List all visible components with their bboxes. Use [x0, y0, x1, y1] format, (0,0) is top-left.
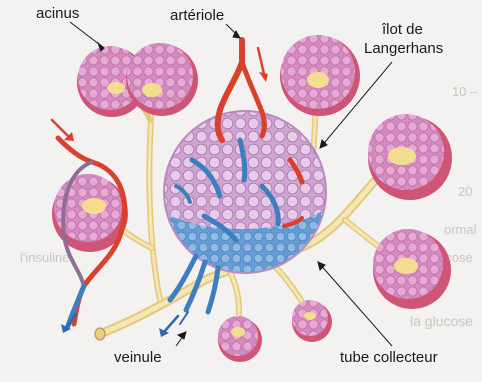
- label-islet-line1: îlot de: [381, 21, 423, 38]
- bg-text-3: ormal: [444, 222, 477, 237]
- label-acinus: acinus: [36, 5, 79, 22]
- label-collecting-duct: tube collecteur: [340, 349, 438, 366]
- arrow-arteriole-red: [258, 48, 268, 82]
- arrow-venule-blue-2: [180, 312, 188, 324]
- bg-text-5: l'insuline: [20, 250, 69, 265]
- label-arteriole: artériole: [170, 7, 224, 24]
- bg-text-1: 10 –: [452, 84, 478, 99]
- acinus-bottom-center: [218, 316, 262, 362]
- acinus-top-left-b: [126, 43, 198, 116]
- islet-of-langerhans: [160, 110, 330, 280]
- label-venule: veinule: [114, 349, 162, 366]
- bg-text-2: 20: [458, 184, 472, 199]
- acinus-bottom-right-small: [292, 300, 332, 342]
- acinus-right: [368, 114, 452, 200]
- acinus-top-right: [280, 35, 360, 116]
- acinus-bottom-right: [373, 229, 451, 309]
- bg-text-6: la glucose: [410, 313, 473, 329]
- duct-outlet: [95, 328, 105, 340]
- arrow-left-red: [52, 120, 74, 141]
- arrow-venule-blue: [159, 316, 178, 337]
- label-islet-line2: Langerhans: [364, 40, 443, 57]
